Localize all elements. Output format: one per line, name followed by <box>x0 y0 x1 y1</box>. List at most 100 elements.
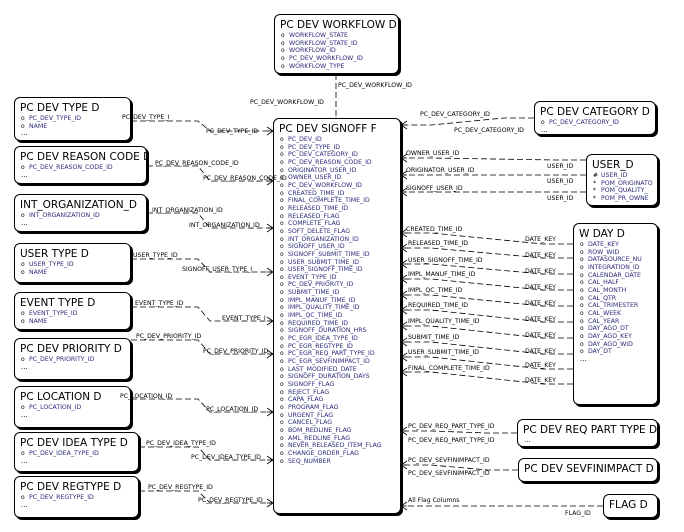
attribute-name: NAME <box>29 122 48 130</box>
attribute-name: PC_DEV_TYPE_ID <box>288 143 341 151</box>
attribute-marker: o <box>21 268 25 276</box>
attribute-name: CAL_WEEK <box>588 309 622 317</box>
attribute-name: PC_EGR_REGTYPE_ID <box>288 342 353 350</box>
attribute-name: DAY_AGO_DT <box>588 325 629 333</box>
rel-label-flag-a: All Flag Columns <box>408 497 460 504</box>
attribute-name: SIGNOFF_FLAG <box>288 381 335 388</box>
rel-label-owner-b: USER_ID <box>547 163 574 170</box>
entity-title: PC DEV PRIORITY D <box>20 343 122 355</box>
crows-foot-req-part <box>400 426 408 436</box>
attribute-marker: o <box>21 212 25 219</box>
rel-label-event-type-a: EVENT_TYPE_ID <box>135 300 184 307</box>
attribute-name: NAME <box>29 268 48 276</box>
entity-user-d[interactable]: USER_D#USER_ID*POM_ORIGINATO*POM_QUALITY… <box>586 154 658 206</box>
attribute-name: IMPL_QUALITY_TIME_ID <box>288 304 360 312</box>
attribute-name: IMPL_MANUF_TIME_ID <box>288 296 356 304</box>
attribute-marker: # <box>593 172 599 179</box>
attribute-name: PC_EGR_REQ_PART_TYPE_ID <box>288 350 375 358</box>
rel-line-final-complete-time <box>401 371 573 385</box>
entity-title: PC LOCATION D <box>20 391 102 403</box>
entity-title: PC DEV REASON CODE D <box>20 151 147 163</box>
more-attributes-ellipsis: ... <box>21 500 28 509</box>
attribute-marker: o <box>280 457 284 465</box>
attribute-name: PC_DEV_PRIORITY_ID <box>288 281 354 289</box>
attribute-name: DATE_KEY <box>588 241 619 248</box>
attribute-name: PC_DEV_REASON_CODE_ID <box>29 164 113 171</box>
attribute-marker: o <box>280 197 284 205</box>
rel-label-location-a: PC_LOCATION_ID <box>120 393 173 400</box>
attribute-marker: o <box>21 115 25 122</box>
attribute-marker: o <box>21 404 25 411</box>
rel-line-sevfin <box>401 464 518 471</box>
crows-foot-released-time <box>400 243 408 253</box>
entity-title: PC DEV TYPE D <box>20 102 100 114</box>
attribute-name: NAME <box>29 317 48 325</box>
entity-pc-dev-sevfinimpact-d[interactable]: PC DEV SEVFINIMPACT D <box>518 458 658 482</box>
entity-title: USER TYPE D <box>20 248 89 260</box>
rel-line-user-signoff-time <box>401 263 573 275</box>
attribute-marker: o <box>21 261 25 268</box>
more-attributes-ellipsis: ... <box>580 354 587 363</box>
attribute-marker: o <box>281 39 285 47</box>
attribute-marker: o <box>280 403 284 411</box>
attribute-row: o USER_SUBMIT_TIME_ID <box>280 259 400 267</box>
rel-line-user-type <box>131 258 273 273</box>
rel-label-int-org-b: INT_ORGANIZATION_ID <box>189 222 260 229</box>
attribute-name: SIGNOFF_DURATION_DAYS <box>288 373 370 381</box>
attribute-name: POM_PR_OWNE <box>601 194 649 202</box>
attribute-name: INT_ORGANIZATION_ID <box>29 212 100 219</box>
attribute-name: WORKFLOW_ID <box>289 47 336 55</box>
attribute-row: o PC_EGR_REQ_PART_TYPE_ID <box>280 350 400 358</box>
entity-flag-d[interactable]: FLAG D <box>603 494 658 518</box>
attribute-name: DATASOURCE_NU <box>588 256 642 264</box>
attribute-name: CANCEL_FLAG <box>288 419 333 427</box>
attribute-marker: o <box>280 358 284 366</box>
attribute-marker: o <box>280 258 284 266</box>
attribute-marker: o <box>280 350 284 358</box>
attribute-name: CAL_HALF <box>588 279 619 287</box>
attribute-name: CREATED_TIME_ID <box>288 189 345 197</box>
attribute-name: POM_ORIGINATO <box>601 179 653 187</box>
attribute-marker: o <box>580 248 584 256</box>
attribute-name: NEVER_RELEASED_ITEM_FLAG <box>288 442 382 450</box>
attribute-name: USER_SUBMIT_TIME_ID <box>288 258 360 266</box>
entity-pc-dev-req-part-type-d[interactable]: PC DEV REQ PART TYPE D... <box>517 419 658 447</box>
attribute-marker: o <box>280 181 284 189</box>
rel-label-submit-time-b: DATE_KEY <box>525 348 556 355</box>
rel-label-dev-type-b: PC_DEV_TYPE_ID <box>206 128 259 135</box>
attribute-row: *POM_PR_OWNE <box>593 195 657 203</box>
rel-line-int-org <box>147 212 273 229</box>
attribute-row: #USER_ID <box>593 172 657 180</box>
rel-line-category <box>401 117 534 126</box>
more-attributes-ellipsis: ... <box>21 410 28 419</box>
